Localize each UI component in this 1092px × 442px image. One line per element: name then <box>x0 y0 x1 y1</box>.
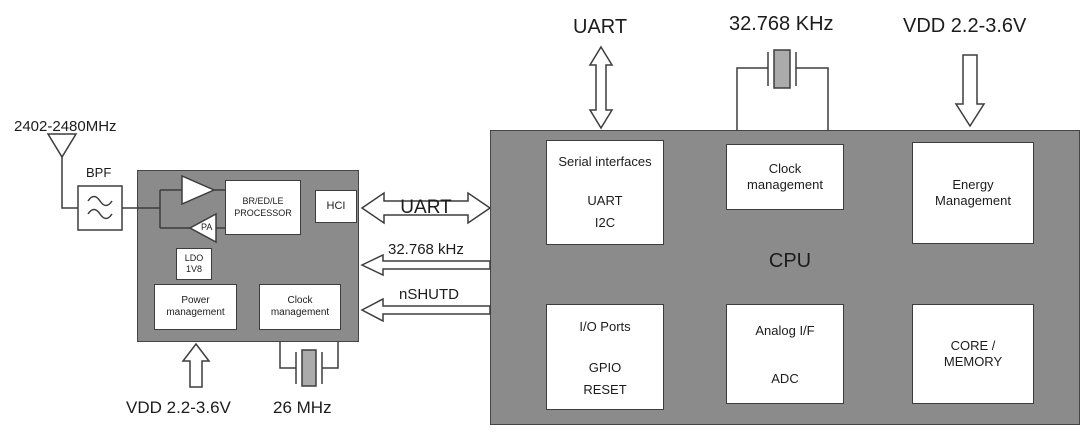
processor-label-line2: PROCESSOR <box>234 207 292 218</box>
energy-line1: Energy <box>952 176 994 192</box>
xtal-26mhz-lead <box>322 342 339 369</box>
vdd-cpu-label: VDD 2.2-3.6V <box>903 15 1027 37</box>
bpf-box <box>77 185 123 231</box>
antenna-frequency-label: 2402-2480MHz <box>14 118 117 135</box>
ldo-label-line2: 1V8 <box>185 264 202 274</box>
xtal-32khz-lead <box>796 67 829 130</box>
xtal-32khz-lead <box>736 67 768 130</box>
antenna-feed-wire <box>61 157 78 209</box>
serial-line1: Serial interfaces <box>558 154 652 169</box>
module-power-management-box: Power management <box>154 284 237 330</box>
bpf-wave-icon <box>87 208 113 220</box>
power-mgmt-line1: Power <box>181 294 210 306</box>
nshutd-bus-arrow <box>360 297 491 323</box>
power-mgmt-line2: management <box>166 307 225 318</box>
module-clock-management-box: Clock management <box>259 284 341 330</box>
bpf-wave-icon <box>87 195 113 207</box>
module-clock-line2: management <box>270 307 330 318</box>
serial-line2: UART <box>587 193 623 209</box>
energy-line2: Management <box>935 193 1011 208</box>
uart-bus-label: UART <box>400 197 452 218</box>
core-line2: MEMORY <box>943 354 1003 369</box>
serial-interfaces-box: Serial interfaces UART I2C <box>546 140 664 245</box>
lna-amplifier-icon <box>181 174 216 206</box>
bpf-label: BPF <box>86 165 112 180</box>
module-clock-line1: Clock <box>287 294 313 306</box>
pa-label: PA <box>201 222 213 232</box>
analog-line2: ADC <box>771 371 799 387</box>
cpu-clock-management-box: Clock management <box>726 144 844 210</box>
uart-top-label: UART <box>573 16 628 38</box>
analog-if-box: Analog I/F ADC <box>726 304 844 404</box>
io-line2: GPIO <box>588 360 622 376</box>
hci-box: HCI <box>315 190 357 223</box>
vdd-cpu-arrow <box>954 54 986 128</box>
xtal-32khz-label: 32.768 KHz <box>729 13 834 35</box>
analog-line1: Analog I/F <box>755 323 815 338</box>
ldo-label-line1: LDO <box>184 252 204 263</box>
nshutd-bus-label: nSHUTD <box>399 286 460 303</box>
processor-box: BR/ED/LE PROCESSOR <box>225 180 301 235</box>
core-line1: CORE / <box>950 337 996 353</box>
clk32-bus-label: 32.768 kHz <box>388 241 464 258</box>
xtal-26mhz-crystal <box>301 349 317 387</box>
xtal-26mhz-label: 26 MHz <box>273 398 332 417</box>
xtal-32khz-crystal <box>773 49 791 89</box>
vdd-module-label: VDD 2.2-3.6V <box>126 398 231 417</box>
io-line3: RESET <box>583 381 627 397</box>
xtal-26mhz-lead <box>279 342 296 369</box>
vdd-module-arrow <box>181 342 211 388</box>
io-ports-box: I/O Ports GPIO RESET <box>546 304 664 410</box>
uart-bus-arrow <box>360 191 492 225</box>
cpu-clock-line2: management <box>747 177 823 192</box>
cpu-title: CPU <box>768 250 812 272</box>
cpu-clock-line1: Clock <box>768 160 802 176</box>
antenna-icon <box>46 133 78 159</box>
io-line1: I/O Ports <box>579 319 631 334</box>
processor-label-line1: BR/ED/LE <box>242 196 284 207</box>
energy-management-box: Energy Management <box>912 142 1034 244</box>
pa-amplifier-icon <box>188 212 217 244</box>
core-memory-box: CORE / MEMORY <box>912 304 1034 404</box>
clk32-bus-arrow <box>360 253 491 277</box>
hci-label: HCI <box>326 199 346 212</box>
ldo-box: LDO 1V8 <box>176 248 212 280</box>
serial-line3: I2C <box>594 214 616 230</box>
uart-top-arrow <box>588 45 614 130</box>
